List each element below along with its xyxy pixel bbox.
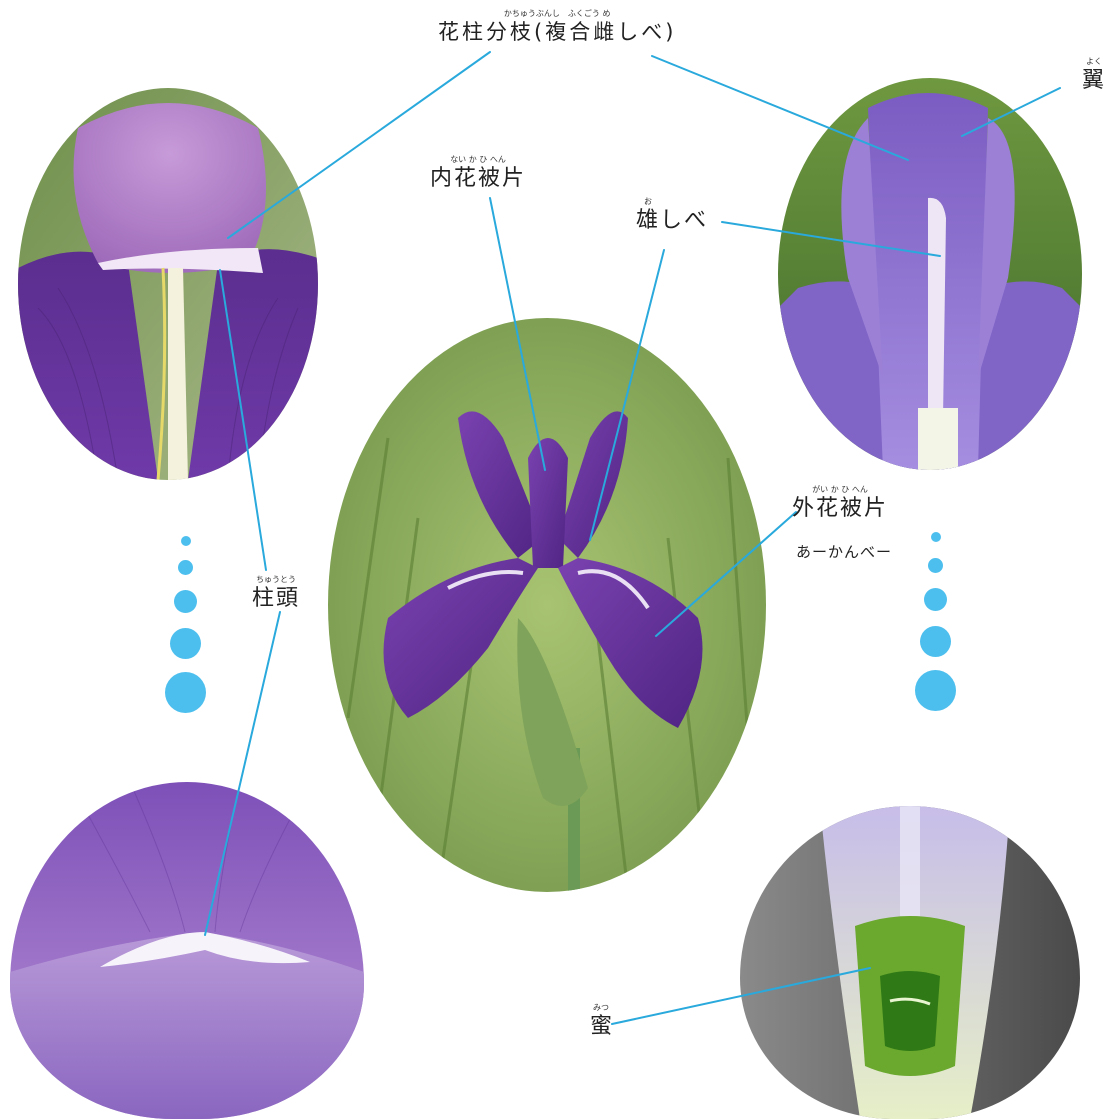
dot bbox=[170, 628, 201, 659]
ruby-inner-tepal: ない か ひ へん bbox=[430, 156, 526, 164]
label-stigma: ちゅうとう 柱頭 bbox=[252, 588, 300, 610]
label-stigma-text: 柱頭 bbox=[252, 586, 300, 611]
label-nectar: みつ 蜜 bbox=[590, 1016, 614, 1038]
ruby-wing: よく bbox=[1082, 58, 1106, 66]
label-dialect-name-text: あーかんべー bbox=[796, 543, 892, 561]
label-outer-tepal-text: 外花被片 bbox=[792, 496, 888, 521]
photo-nectar-closeup bbox=[740, 806, 1080, 1119]
ruby-outer-tepal: がい か ひ へん bbox=[792, 486, 888, 494]
label-style-branch-text: 花柱分枝(複合雌しべ) bbox=[438, 20, 676, 44]
dot bbox=[181, 536, 191, 546]
label-stamen: お 雄しべ bbox=[636, 210, 708, 232]
dot bbox=[931, 532, 941, 542]
dot bbox=[928, 558, 943, 573]
dot bbox=[174, 590, 197, 613]
dot bbox=[924, 588, 947, 611]
photo-style-branch-closeup bbox=[18, 88, 318, 480]
label-dialect-name: あーかんべー bbox=[796, 544, 892, 560]
dot bbox=[178, 560, 193, 575]
ruby-stamen: お bbox=[636, 198, 660, 206]
label-inner-tepal-text: 内花被片 bbox=[430, 166, 526, 191]
label-style-branch: かちゅうぶんし ふくごう め 花柱分枝(複合雌しべ) bbox=[438, 22, 676, 43]
dot bbox=[165, 672, 206, 713]
photo-whole-flower bbox=[328, 318, 766, 892]
label-inner-tepal: ない か ひ へん 内花被片 bbox=[430, 168, 526, 190]
label-outer-tepal: がい か ひ へん 外花被片 bbox=[792, 498, 888, 520]
label-nectar-text: 蜜 bbox=[590, 1014, 614, 1039]
photo-stigma-closeup bbox=[10, 782, 364, 1119]
label-wing: よく 翼 bbox=[1082, 70, 1106, 92]
dot bbox=[915, 670, 956, 711]
label-stamen-text: 雄しべ bbox=[636, 208, 708, 233]
photo-stamen-closeup bbox=[778, 78, 1082, 470]
ruby-style-branch: かちゅうぶんし ふくごう め bbox=[438, 10, 676, 18]
ruby-nectar: みつ bbox=[586, 1004, 616, 1012]
dot-column-left bbox=[156, 536, 216, 716]
ruby-stigma: ちゅうとう bbox=[252, 576, 300, 584]
label-wing-text: 翼 bbox=[1082, 68, 1106, 93]
dot-column-right bbox=[906, 532, 966, 714]
dot bbox=[920, 626, 951, 657]
